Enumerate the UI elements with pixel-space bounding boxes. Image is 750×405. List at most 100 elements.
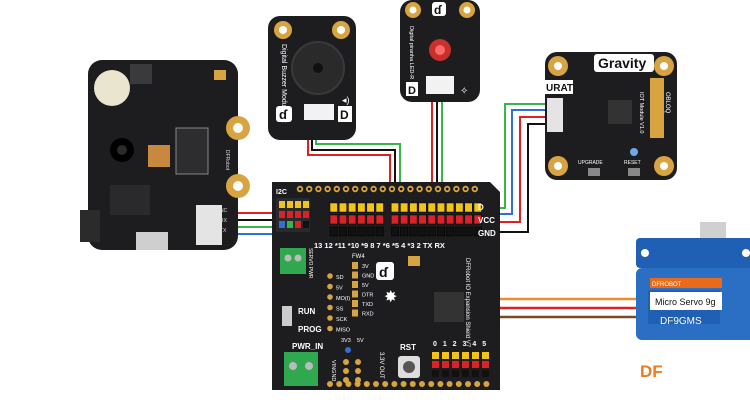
vcc-row-label: VCC — [478, 216, 495, 225]
wire-iot-black — [478, 123, 545, 233]
iot-reset-button[interactable] — [628, 168, 640, 176]
analog-pin — [482, 352, 489, 359]
spi-pin — [327, 283, 333, 290]
led-digital-badge: D — [408, 85, 416, 97]
bottom-header-pin — [391, 381, 398, 387]
header-pin-hole — [344, 187, 348, 191]
iot-model: OBLOQ — [664, 92, 670, 114]
buzzer-connector — [304, 104, 334, 120]
gravity-pin — [436, 226, 445, 237]
gravity-pin — [400, 226, 409, 237]
analog-pin — [432, 352, 439, 359]
shield-side-text: DFRobot IO Expansion Shield V7 — [464, 258, 470, 348]
gravity-pin — [464, 202, 473, 213]
i2c-pin — [287, 201, 293, 208]
led-module: ɗ Digital piranha LED-R D ✧ — [400, 0, 480, 102]
serial-pin-label: 3V — [362, 264, 369, 270]
analog-pin — [452, 352, 459, 359]
i2c-pin — [279, 221, 285, 228]
analog-pin — [482, 361, 489, 368]
i2c-label: I2C — [276, 189, 287, 196]
shield-logo: ɗ — [379, 264, 389, 280]
power-pin — [355, 359, 361, 365]
gravity-pin — [418, 202, 427, 213]
gravity-pin — [455, 226, 464, 237]
power-pin — [355, 368, 361, 374]
header-pin-hole — [473, 187, 477, 191]
spi-pin — [327, 294, 333, 300]
spi-pin-label: MISO — [336, 328, 351, 334]
servo-model: DF9GMS — [660, 316, 702, 327]
servo-pwr-label: SERVO PWR — [307, 248, 313, 279]
header-pin-hole — [307, 187, 311, 191]
gravity-pin — [464, 214, 473, 225]
header-pin-hole — [445, 187, 449, 191]
i2c-pin — [287, 211, 293, 218]
vin-gnd-label: VINGND — [330, 360, 336, 381]
led-logo: ɗ — [434, 3, 442, 17]
gear-icon: ✸ — [384, 289, 397, 306]
servo-pwr-terminal — [280, 248, 306, 274]
header-pin-hole — [317, 187, 320, 191]
gravity-pin — [357, 202, 366, 213]
bottom-header-pin — [419, 381, 425, 387]
servo-motor: DFROBOT Micro Servo 9g DF9GMS — [636, 222, 750, 340]
bottom-header-pin — [474, 381, 481, 387]
bottom-header-pin — [446, 381, 453, 387]
iot-upgrade-button[interactable] — [588, 168, 600, 176]
header-pin-hole — [372, 187, 375, 191]
bottom-pin-header — [327, 381, 490, 387]
header-pin-hole — [390, 187, 394, 191]
header-pin-hole — [353, 187, 357, 191]
spi-pin — [327, 273, 333, 279]
analog-pin — [462, 361, 469, 368]
volt-out-label: 3.3V OUT — [378, 352, 384, 379]
volt-3v3-label: 3V3 — [341, 338, 351, 344]
i2c-pins — [279, 201, 309, 228]
bottom-header-pin — [428, 381, 435, 387]
camera-brand: DFRobot — [224, 150, 230, 171]
header-pin-hole — [363, 187, 366, 191]
run-prog-switch[interactable] — [282, 306, 292, 326]
gravity-pin — [400, 202, 409, 213]
bottom-header-pin — [409, 381, 416, 387]
header-pin-hole — [381, 187, 385, 191]
gravity-pin — [427, 202, 436, 213]
iot-port-label: URAT — [546, 83, 573, 94]
gravity-pin — [409, 226, 418, 237]
analog-pin — [432, 361, 439, 368]
buzzer-digital-badge: D — [340, 108, 349, 122]
serial-pin-label: 5V — [362, 283, 369, 289]
analog-pin — [442, 352, 449, 359]
servo-horn — [700, 222, 726, 242]
power-out-pins — [343, 359, 361, 383]
i2c-pin — [303, 211, 309, 218]
i2c-pin — [287, 221, 293, 228]
analog-pin — [472, 370, 479, 377]
buzzer-module: Digital Buzzer Module V2 ɗ D ◂) — [268, 16, 356, 140]
digital-pin-numbers: 13 12 *11 *10 *9 8 7 *6 *5 4 *3 2 TX RX — [314, 241, 445, 250]
bottom-header-pin — [373, 381, 379, 387]
iot-chip — [608, 100, 632, 124]
bottom-header-pin — [465, 381, 471, 387]
serial-pin — [352, 309, 358, 317]
bottom-header-pin — [354, 381, 361, 387]
gravity-pin-rows — [329, 202, 482, 237]
bottom-header-pin — [437, 381, 444, 387]
gravity-pin — [366, 226, 375, 237]
bottom-header-pin — [400, 381, 407, 387]
header-pin-hole — [464, 187, 467, 191]
i2c-pin — [295, 201, 301, 208]
rst-label: RST — [400, 343, 416, 352]
gravity-pin — [427, 214, 436, 225]
analog-pin — [442, 370, 449, 377]
analog-pin — [472, 352, 479, 359]
header-pin-hole — [399, 187, 403, 191]
spi-pin — [327, 315, 333, 321]
i2c-pin — [295, 211, 301, 218]
gravity-pin — [409, 214, 418, 225]
i2c-pin — [303, 221, 309, 228]
buzzer-label: Digital Buzzer Module V2 — [280, 44, 287, 123]
gravity-pin — [446, 226, 455, 237]
